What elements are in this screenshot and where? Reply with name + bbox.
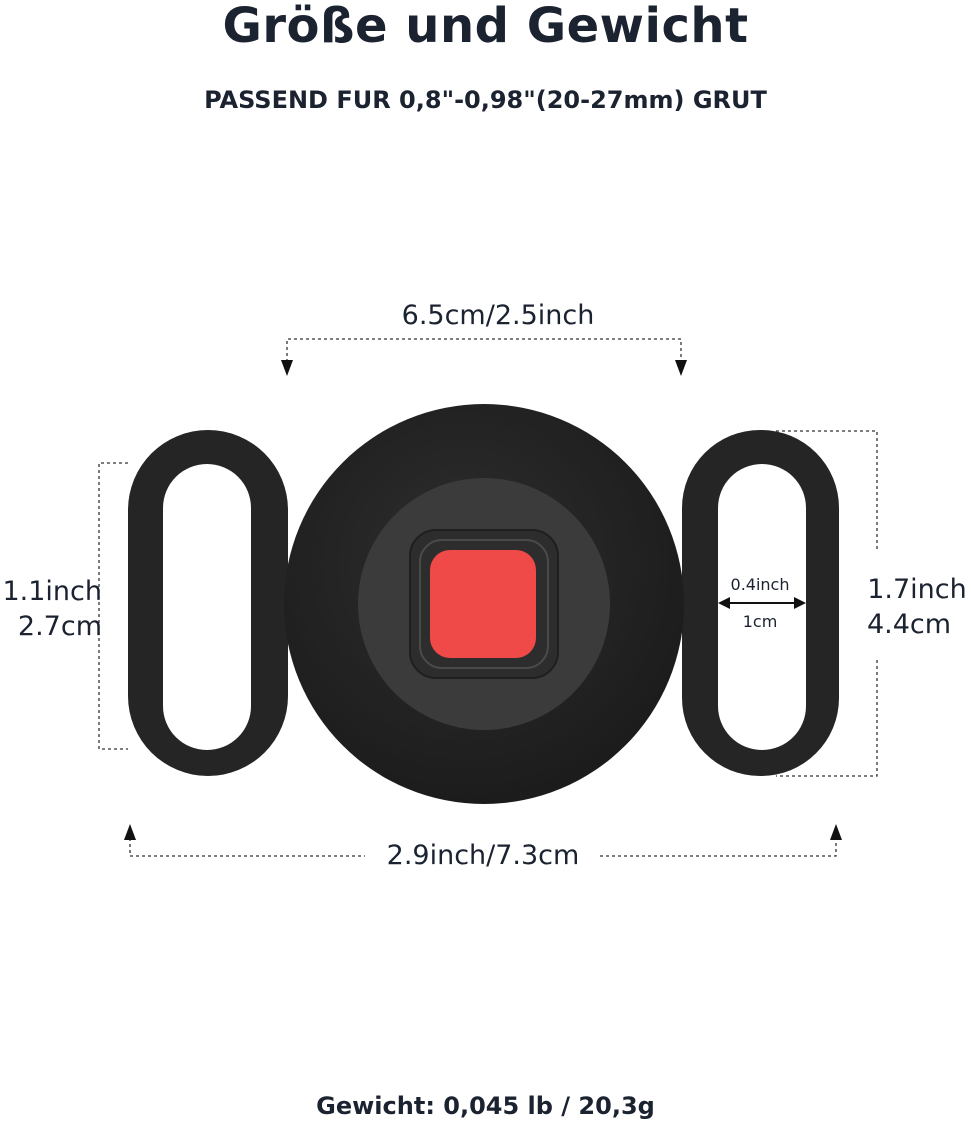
- top-right-arrow-icon: [675, 360, 687, 376]
- left-height-bracket: [98, 462, 128, 750]
- tracker-holder-body: [284, 404, 684, 804]
- right-height-cm-label: 4.4cm: [867, 609, 951, 640]
- weight-label: Gewicht: 0,045 lb / 20,3g: [316, 1092, 655, 1120]
- bottom-right-arrow-icon: [830, 824, 842, 840]
- slot-right-arrow-icon: [794, 597, 806, 609]
- page-title: Größe und Gewicht: [222, 0, 749, 54]
- red-button: [430, 550, 536, 658]
- bottom-width-dimension: [129, 838, 837, 857]
- top-left-arrow-icon: [281, 360, 293, 376]
- left-height-cm-label: 2.7cm: [18, 611, 102, 642]
- slot-width-dimension: [718, 597, 806, 609]
- right-height-inch-label: 1.7inch: [867, 574, 967, 605]
- slot-width-cm-label: 1cm: [743, 612, 778, 631]
- slot-left-arrow-icon: [718, 597, 730, 609]
- top-width-label: 6.5cm/2.5inch: [402, 300, 595, 331]
- slot-width-inch-label: 0.4inch: [731, 575, 790, 594]
- bottom-width-label: 2.9inch/7.3cm: [387, 840, 580, 871]
- left-strap-loop: [128, 430, 288, 776]
- bottom-left-arrow-icon: [124, 824, 136, 840]
- page-subtitle: PASSEND FUR 0,8"-0,98"(20-27mm) GRUT: [204, 86, 767, 114]
- left-height-inch-label: 1.1inch: [2, 576, 102, 607]
- right-height-bracket: [776, 430, 878, 777]
- top-width-dimension: [286, 338, 682, 362]
